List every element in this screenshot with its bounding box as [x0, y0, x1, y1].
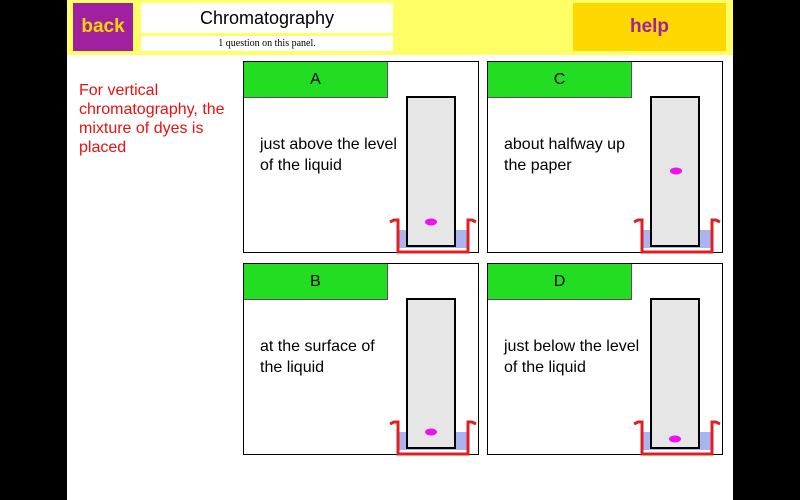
dye-spot [425, 218, 437, 226]
option-a-label: A [244, 62, 388, 98]
option-d-panel[interactable]: D just below the level of the liquid [487, 263, 723, 456]
option-c-text: about halfway up the paper [504, 136, 625, 174]
dye-spot [425, 428, 437, 436]
question-text: For vertical chromatography, the mixture… [79, 82, 225, 156]
chromatography-apparatus-c [633, 96, 721, 254]
option-c-panel[interactable]: C about halfway up the paper [487, 61, 723, 254]
option-a-panel[interactable]: A just above the level of the liquid [243, 61, 479, 254]
option-b-panel[interactable]: B at the surface of the liquid [243, 263, 479, 456]
beaker [633, 218, 721, 254]
beaker [389, 420, 477, 456]
chromatography-apparatus-a [389, 96, 477, 254]
option-c-label: C [488, 62, 632, 98]
option-a-text: just above the level of the liquid [260, 136, 397, 174]
option-d-text: just below the level of the liquid [504, 338, 640, 376]
page-title: Chromatography [141, 3, 393, 33]
beaker [389, 218, 477, 254]
paper-strip [406, 96, 456, 247]
help-button[interactable]: help [573, 3, 726, 51]
dye-spot [670, 167, 682, 175]
header-bar: back Chromatography 1 question on this p… [67, 0, 733, 55]
dye-spot [669, 435, 681, 443]
app-window: back Chromatography 1 question on this p… [67, 0, 733, 500]
chromatography-apparatus-b [389, 298, 477, 456]
beaker [633, 420, 721, 456]
question-count: 1 question on this panel. [141, 36, 393, 51]
paper-strip [650, 298, 700, 449]
option-b-label: B [244, 264, 388, 300]
chromatography-apparatus-d [633, 298, 721, 456]
paper-strip [406, 298, 456, 449]
option-b-text: at the surface of the liquid [260, 338, 375, 376]
back-button[interactable]: back [73, 3, 133, 51]
option-d-label: D [488, 264, 632, 300]
